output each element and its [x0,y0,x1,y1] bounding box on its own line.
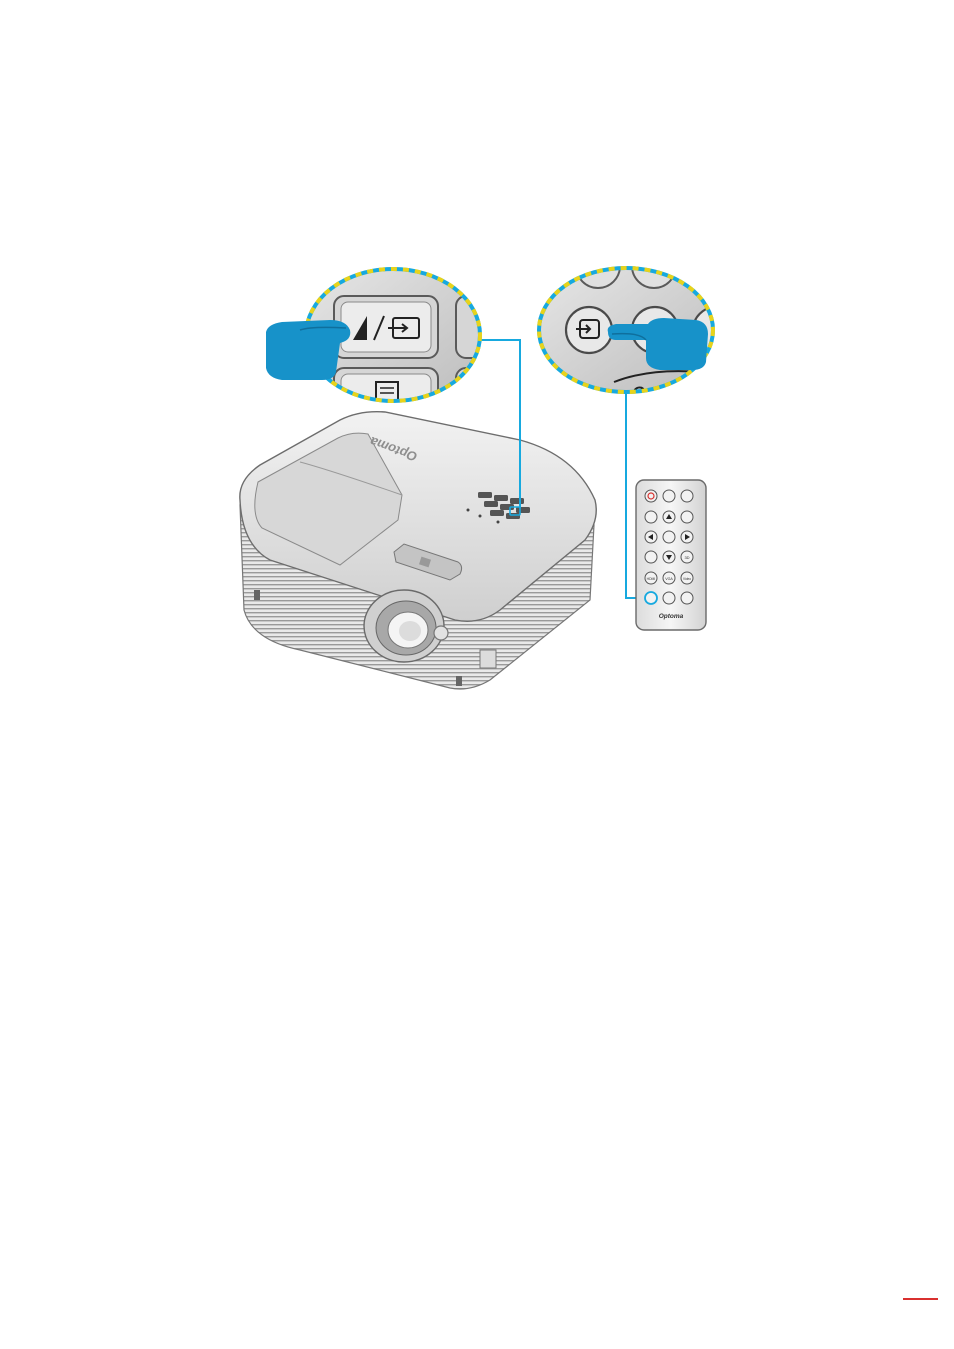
power-icon [644,489,658,503]
hand-icon [607,318,708,370]
remote-logo: Optoma [659,613,684,620]
source-icon [576,319,600,339]
remote-3d-label: 3D [684,555,689,560]
projector-lens [363,589,445,663]
right-arrow-icon [685,534,690,540]
menu-icon [375,381,399,401]
left-arrow-icon [353,316,367,340]
hand-icon [266,320,351,380]
up-arrow-icon [666,514,672,519]
down-arrow-icon [666,555,672,560]
remote-video-label: Video [683,577,691,581]
footer-rule [903,1298,938,1300]
projector-source-illustration: Optoma [239,266,715,690]
projector-keypad [466,492,530,524]
source-icon [388,317,420,339]
remote-control: 3D HDMI VGA Video Optoma [635,479,707,631]
left-callout-line [478,339,521,508]
projector: Optoma [239,410,597,690]
remote-zoom: Opto [537,266,715,394]
remote-vga-label: VGA [665,577,673,581]
remote-hdmi-label: HDMI [647,577,656,581]
